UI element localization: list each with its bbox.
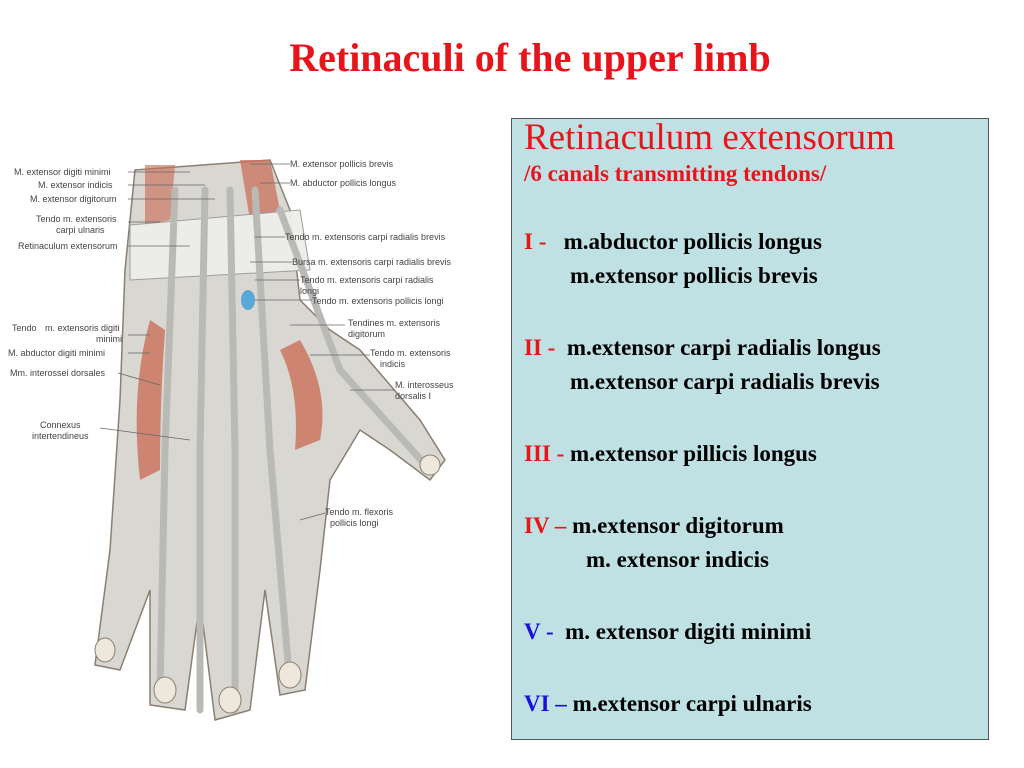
canal-muscle: m. extensor indicis [586,547,769,572]
label-abductor-digiti-minimi: M. abductor digiti minimi [8,348,105,358]
box-title: Retinaculum extensorum [524,117,895,158]
canal-number: I - [524,229,547,254]
label-extensor-digitorum: M. extensor digitorum [30,194,117,204]
hand-drawing: M. extensor digiti minimi M. extensor in… [8,159,454,721]
canal-muscle: m.extensor carpi radialis longus [566,335,881,360]
label-retinaculum-extensorum: Retinaculum extensorum [18,241,118,251]
label-interosseus-dorsalis-1: M. interosseus [395,380,454,390]
label-connexus-2: intertendineus [32,431,89,441]
canal-muscle: m.abductor pollicis longus [563,229,823,254]
label-tendo-carpi-radialis-longi-1: Tendo m. extensoris carpi radialis [300,275,434,285]
canal-1: I - m.abductor pollicis longus m.extenso… [524,225,988,293]
canal-2: II - m.extensor carpi radialis longus m.… [524,331,988,399]
label-tendo-digiti-minimi-1: Tendo [12,323,37,333]
canal-6: VI – m.extensor carpi ulnaris [524,687,988,721]
label-tendo-flexoris-pollicis-2: pollicis longi [330,518,379,528]
label-tendines-digitorum-2: digitorum [348,329,385,339]
canals-info-box: Retinaculum extensorum /6 canals transmi… [511,118,989,740]
canal-number: VI – [524,691,567,716]
label-tendo-indicis-2: indicis [380,359,406,369]
label-connexus-1: Connexus [40,420,81,430]
label-extensor-indicis: M. extensor indicis [38,180,113,190]
label-abductor-pollicis-longus: M. abductor pollicis longus [290,178,397,188]
slide-title: Retinaculi of the upper limb [289,35,771,80]
label-extensor-pollicis-brevis: M. extensor pollicis brevis [290,159,394,169]
label-tendo-carpi-radialis-brevis: Tendo m. extensoris carpi radialis brevi… [285,232,446,242]
label-tendo-flexoris-pollicis-1: Tendo m. flexoris [325,507,394,517]
label-tendo-pollicis-longi: Tendo m. extensoris pollicis longi [312,296,444,306]
canal-number: III - [524,441,565,466]
box-subtitle: /6 canals transmitting tendons/ [524,161,827,186]
canal-number: II - [524,335,556,360]
label-tendo-ext-carpi-ulnaris-2: carpi ulnaris [56,225,105,235]
canal-number: V - [524,619,554,644]
canal-3: III - m.extensor pillicis longus [524,437,988,471]
label-tendo-digiti-minimi-2: m. extensoris digiti [45,323,120,333]
canal-muscle: m.extensor carpi radialis brevis [570,369,880,394]
label-interossei-dorsales: Mm. interossei dorsales [10,368,106,378]
canal-muscle: m.extensor pollicis brevis [570,263,818,288]
canal-muscle: m.extensor carpi ulnaris [572,691,812,716]
label-tendo-carpi-radialis-longi-2: longi [300,286,319,296]
canal-number: IV – [524,513,567,538]
hand-anatomy-illustration: M. extensor digiti minimi M. extensor in… [0,150,480,750]
canal-5: V - m. extensor digiti minimi [524,615,988,649]
canal-muscle: m.extensor digitorum [572,513,784,538]
label-extensor-digiti-minimi: M. extensor digiti minimi [14,167,111,177]
label-tendo-indicis-1: Tendo m. extensoris [370,348,451,358]
label-interosseus-dorsalis-2: dorsalis I [395,391,431,401]
canal-4: IV – m.extensor digitorum m. extensor in… [524,509,988,577]
canal-muscle: m.extensor pillicis longus [570,441,817,466]
canal-muscle: m. extensor digiti minimi [565,619,812,644]
label-tendines-digitorum-1: Tendines m. extensoris [348,318,441,328]
label-bursa-carpi-radialis-brevis: Bursa m. extensoris carpi radialis brevi… [292,257,452,267]
label-tendo-ext-carpi-ulnaris-1: Tendo m. extensoris [36,214,117,224]
label-tendo-digiti-minimi-3: minimi [96,334,122,344]
